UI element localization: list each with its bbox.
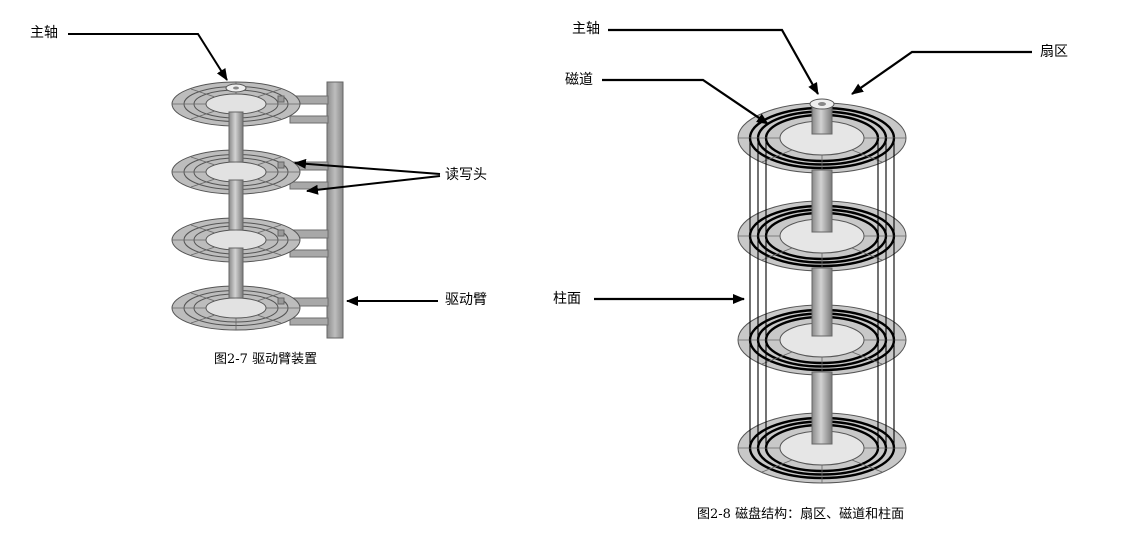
fig7-read-write-head-label: 读写头 — [445, 167, 487, 183]
figure-2-8 — [594, 28, 1032, 484]
fig7-actuator-arm-label: 驱动臂 — [445, 292, 487, 308]
figure-2-7 — [68, 33, 441, 339]
actuator-arms — [281, 95, 329, 326]
fig8-sector-label: 扇区 — [1040, 44, 1068, 60]
cylinder-lines — [749, 138, 895, 448]
actuator-post — [326, 81, 344, 339]
fig8-caption: 图2-8 磁盘结构：扇区、磁道和柱面 — [697, 507, 905, 522]
fig7-arrows — [68, 33, 441, 306]
platter-3 — [171, 217, 301, 263]
read-write-heads — [277, 95, 285, 305]
fig8-cylinder-label: 柱面 — [553, 291, 581, 307]
fig8-track-label: 磁道 — [565, 72, 593, 88]
fig8-arrows — [594, 28, 1032, 304]
spindle-segments — [228, 111, 244, 299]
fig7-caption: 图2-7 驱动臂装置 — [214, 352, 318, 367]
fig8-spindle-label: 主轴 — [572, 21, 600, 37]
sector-highlight — [845, 96, 883, 106]
spindle-segments-2 — [811, 103, 833, 445]
fig7-spindle-label: 主轴 — [30, 25, 58, 41]
